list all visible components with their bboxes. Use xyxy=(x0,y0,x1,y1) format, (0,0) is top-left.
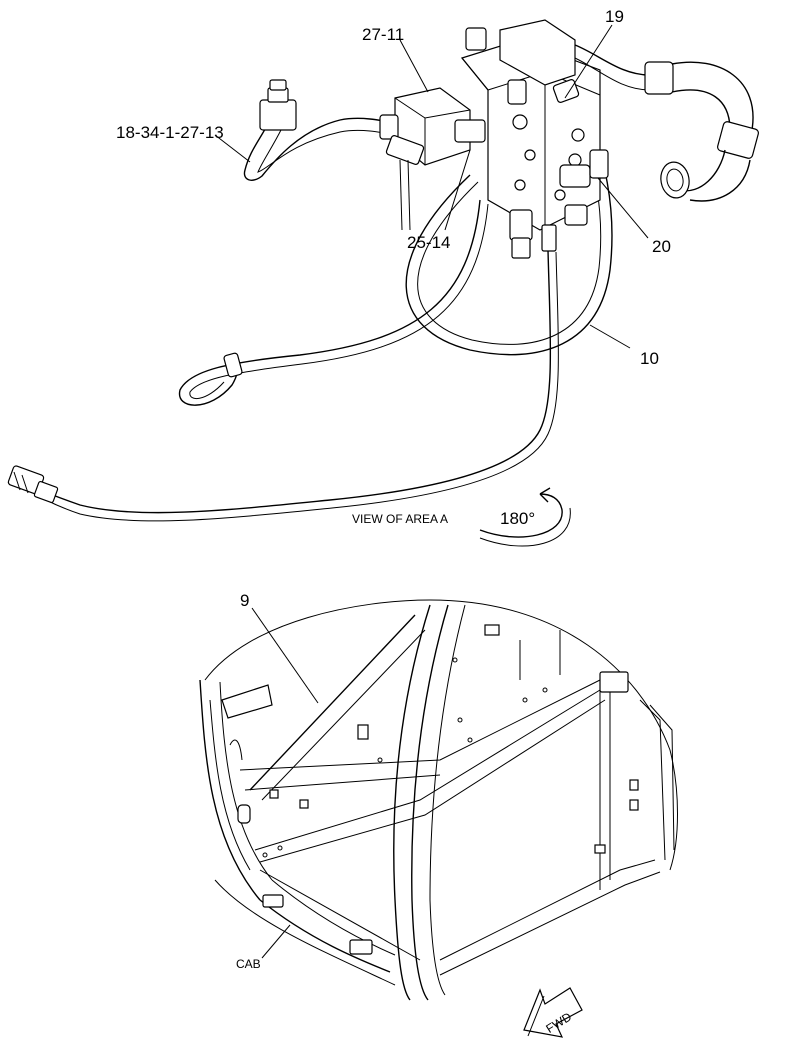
rotation-label: 180° xyxy=(500,509,535,528)
view-label: VIEW OF AREA A xyxy=(352,512,448,526)
hose-left-loop xyxy=(178,199,489,406)
cab-details xyxy=(221,624,639,955)
cab-view: 9 CAB FWD xyxy=(199,591,678,1038)
valve-block xyxy=(460,19,609,259)
callout-9: 9 xyxy=(240,591,249,610)
leader-lines-upper xyxy=(214,24,649,349)
tube-18-34 xyxy=(243,79,401,181)
callout-cab: CAB xyxy=(236,957,261,971)
valve-assembly-view: 19 27-11 18-34-1-27-13 25-14 20 10 VIEW … xyxy=(7,7,759,547)
connector-far-left xyxy=(7,465,59,503)
callout-19: 19 xyxy=(605,7,624,26)
callout-20: 20 xyxy=(652,237,671,256)
rotation-arrow-icon xyxy=(479,487,571,547)
callout-27-11: 27-11 xyxy=(362,25,404,44)
callout-25-14: 25-14 xyxy=(407,233,450,252)
callout-10: 10 xyxy=(640,349,659,368)
callout-18-34-1-27-13: 18-34-1-27-13 xyxy=(116,123,224,142)
valve-27-11 xyxy=(379,87,486,231)
leader-9 xyxy=(251,607,319,704)
leader-cab xyxy=(261,924,291,959)
hose-long-left xyxy=(44,249,559,522)
hose-19 xyxy=(574,44,759,202)
fwd-arrow-icon xyxy=(523,987,583,1038)
